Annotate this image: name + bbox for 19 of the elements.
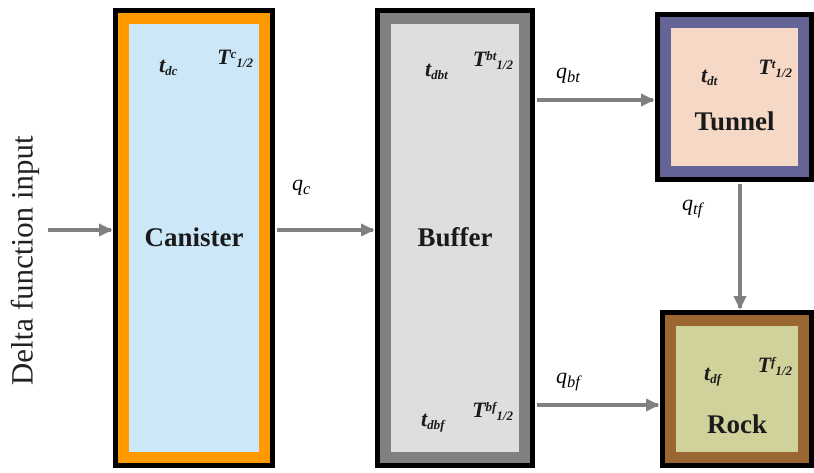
arrow: [733, 184, 747, 310]
arrow: [537, 398, 660, 412]
compartment-name: Tunnel: [694, 108, 775, 135]
compartment-box: [113, 8, 275, 468]
arrow: [277, 223, 374, 237]
parameter-symbol: t$_{dbf}$: [421, 408, 444, 430]
parameter-symbol: t$_{dt}$: [701, 64, 718, 86]
input-label: Delta function input: [6, 70, 40, 450]
parameter-symbol: t$_{df}$: [704, 362, 721, 384]
parameter-symbol: t$_{dbt}$: [425, 58, 448, 80]
arrow: [537, 93, 654, 107]
compartment-name: Rock: [707, 411, 767, 438]
compartment-box: [655, 12, 814, 182]
arrow: [48, 223, 112, 237]
compartment-box: [660, 310, 814, 468]
parameter-symbol: t$_{dc}$: [159, 54, 178, 76]
compartment-box: [375, 8, 535, 468]
compartment-name: Buffer: [418, 224, 492, 251]
compartment-name: Canister: [144, 224, 244, 251]
